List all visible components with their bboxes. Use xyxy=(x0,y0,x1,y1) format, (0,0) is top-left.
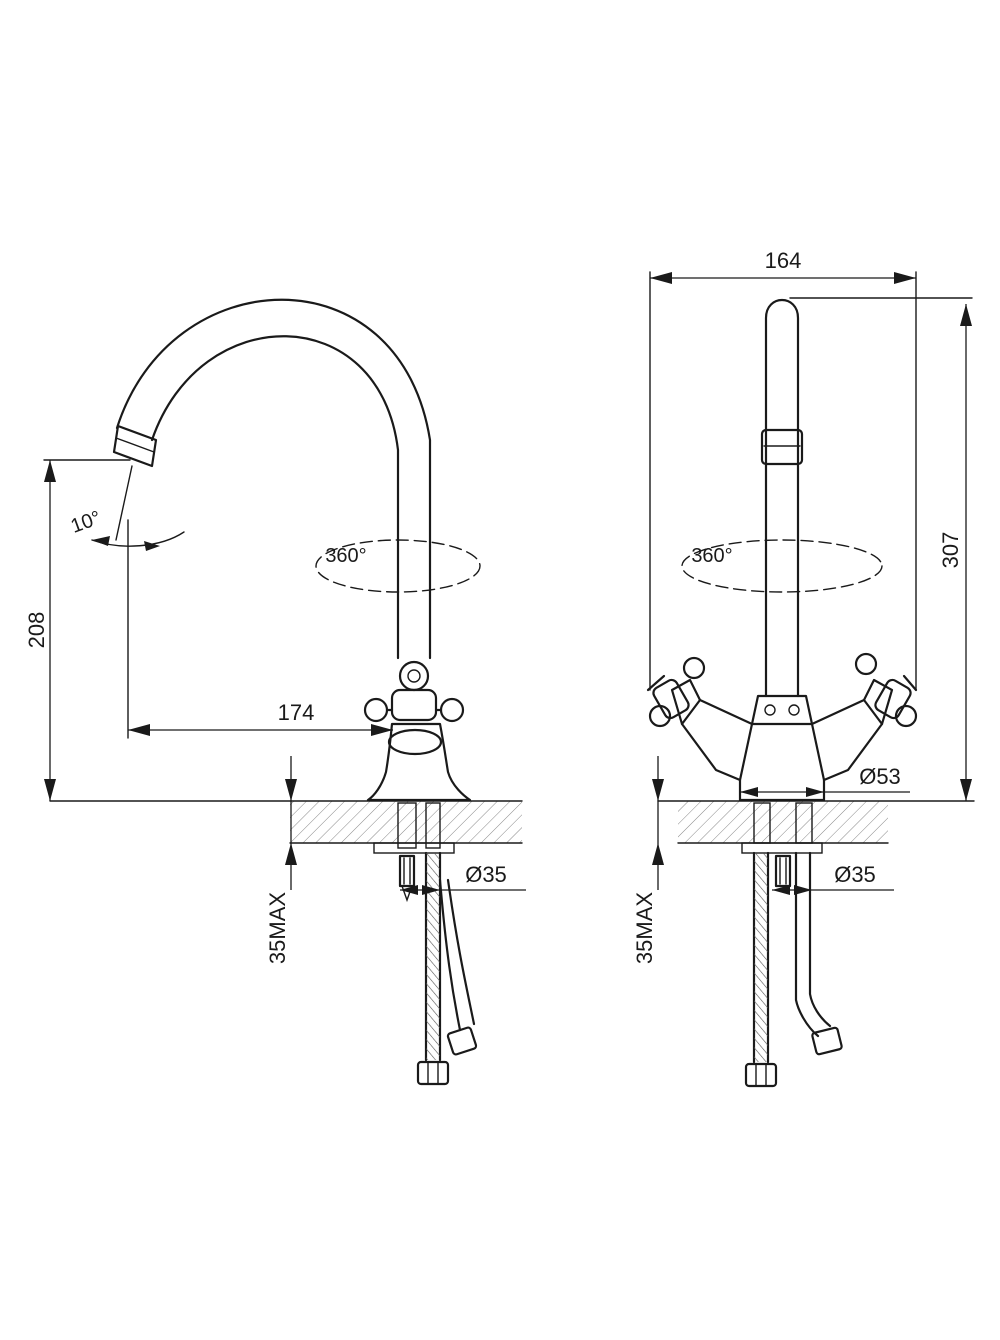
right-arm-front xyxy=(810,698,884,782)
countertop-right xyxy=(678,801,888,843)
dim-spout-height: 208 xyxy=(24,612,49,649)
dim-spout-reach: 174 xyxy=(278,700,315,725)
spout-outer xyxy=(115,298,432,660)
spout-inner xyxy=(150,335,400,660)
countertop-left xyxy=(290,801,522,843)
dim-base-diameter: Ø53 xyxy=(859,764,901,789)
aerator xyxy=(112,424,158,468)
swivel-ellipse-left xyxy=(315,539,481,593)
front-view: 164 307 360° Ø53 Ø35 35MAX xyxy=(632,248,975,1088)
dim-hole-diameter-left: Ø35 xyxy=(465,862,507,887)
dim-spout-tilt: 10° xyxy=(68,507,104,538)
dim-max-thickness-right: 35MAX xyxy=(632,892,657,964)
base-front xyxy=(738,778,826,802)
dim-max-thickness-left: 35MAX xyxy=(265,892,290,964)
cross-handle-left xyxy=(363,660,465,723)
hub-front xyxy=(750,694,814,726)
swivel-ellipse-right xyxy=(681,539,883,593)
dim-total-height: 307 xyxy=(938,532,963,569)
aerator-front xyxy=(760,428,804,466)
spout-front xyxy=(764,299,800,698)
side-view: 174 208 10° 360° Ø35 35MAX xyxy=(24,298,526,1086)
faucet-body-left xyxy=(366,722,472,802)
dim-swivel-right: 360° xyxy=(691,545,732,567)
dim-swivel-left: 360° xyxy=(325,545,366,567)
left-arm-front xyxy=(680,698,754,782)
dim-hole-diameter-right: Ø35 xyxy=(834,862,876,887)
right-cross-handle-front xyxy=(854,652,918,728)
dim-total-width: 164 xyxy=(765,248,802,273)
